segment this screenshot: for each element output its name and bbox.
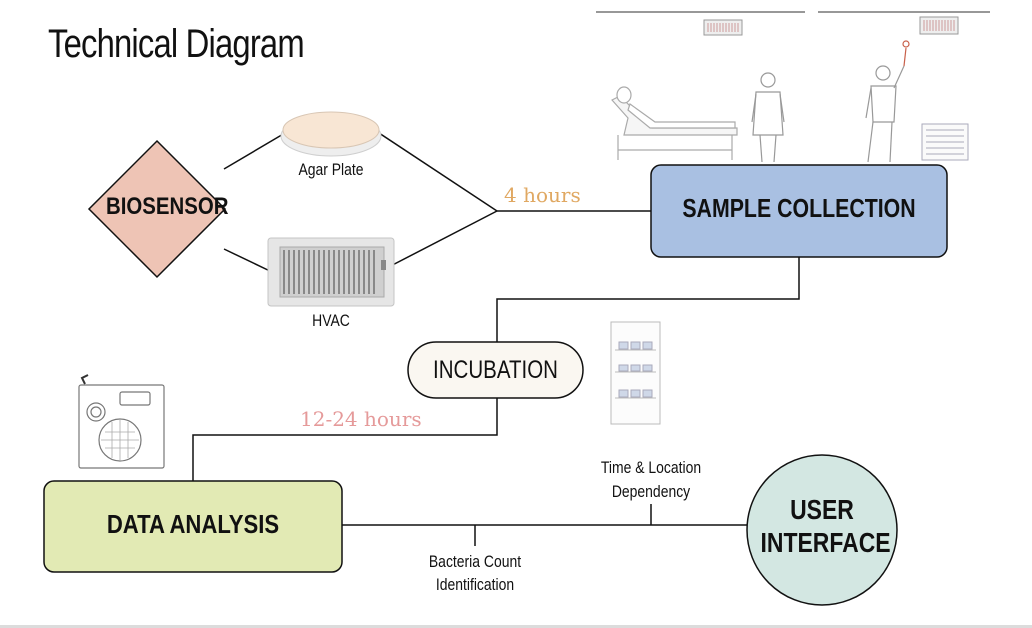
time-location-label-line1: Time & Location	[600, 458, 702, 477]
wall-vent-icon	[921, 123, 969, 161]
incubation-label: INCUBATION	[433, 356, 558, 384]
four-hours-label: 4 hours	[504, 183, 581, 207]
hvac-vent-icon	[267, 237, 395, 307]
twelve-hours-label: 12-24 hours	[300, 407, 422, 431]
connectors	[192, 132, 800, 546]
ceiling-vent-icon	[703, 16, 959, 36]
connector-hvac-merge	[378, 210, 498, 273]
sample-collection-label: SAMPLE COLLECTION	[682, 193, 916, 223]
connector-incubation-analysis	[192, 398, 498, 481]
connector-biosensor-agar	[223, 132, 286, 170]
agar-plate-icon	[280, 111, 382, 157]
user-interface-node-shape	[746, 454, 898, 606]
data-analysis-node-shape	[43, 480, 343, 573]
connector-agar-merge	[378, 132, 498, 212]
bacteria-count-label-line1: Bacteria Count	[428, 552, 522, 571]
doctor-icon	[751, 72, 785, 163]
bacteria-count-label-line2: Identification	[435, 575, 515, 594]
technician-icon	[865, 40, 910, 163]
bottom-divider	[0, 625, 1032, 628]
page-title: Technical Diagram	[48, 22, 305, 66]
incubation-node-shape	[407, 341, 584, 399]
biosensor-node-shape	[87, 139, 227, 279]
patient-bed-icon	[611, 86, 738, 160]
biosensor-label: BIOSENSOR	[106, 193, 229, 220]
user-interface-label-line1: USER	[790, 494, 854, 525]
connector-sample-incubation	[496, 257, 800, 342]
sample-collection-node-shape	[650, 164, 948, 258]
incubator-cabinet-icon	[610, 321, 661, 425]
connector-biosensor-hvac	[223, 248, 273, 273]
agar-plate-label: Agar Plate	[298, 160, 364, 179]
data-analysis-label: DATA ANALYSIS	[106, 509, 280, 539]
hvac-label: HVAC	[312, 311, 350, 330]
colony-counter-icon	[78, 374, 165, 469]
user-interface-label-line2: INTERFACE	[760, 527, 891, 558]
time-location-label-line2: Dependency	[611, 482, 691, 501]
